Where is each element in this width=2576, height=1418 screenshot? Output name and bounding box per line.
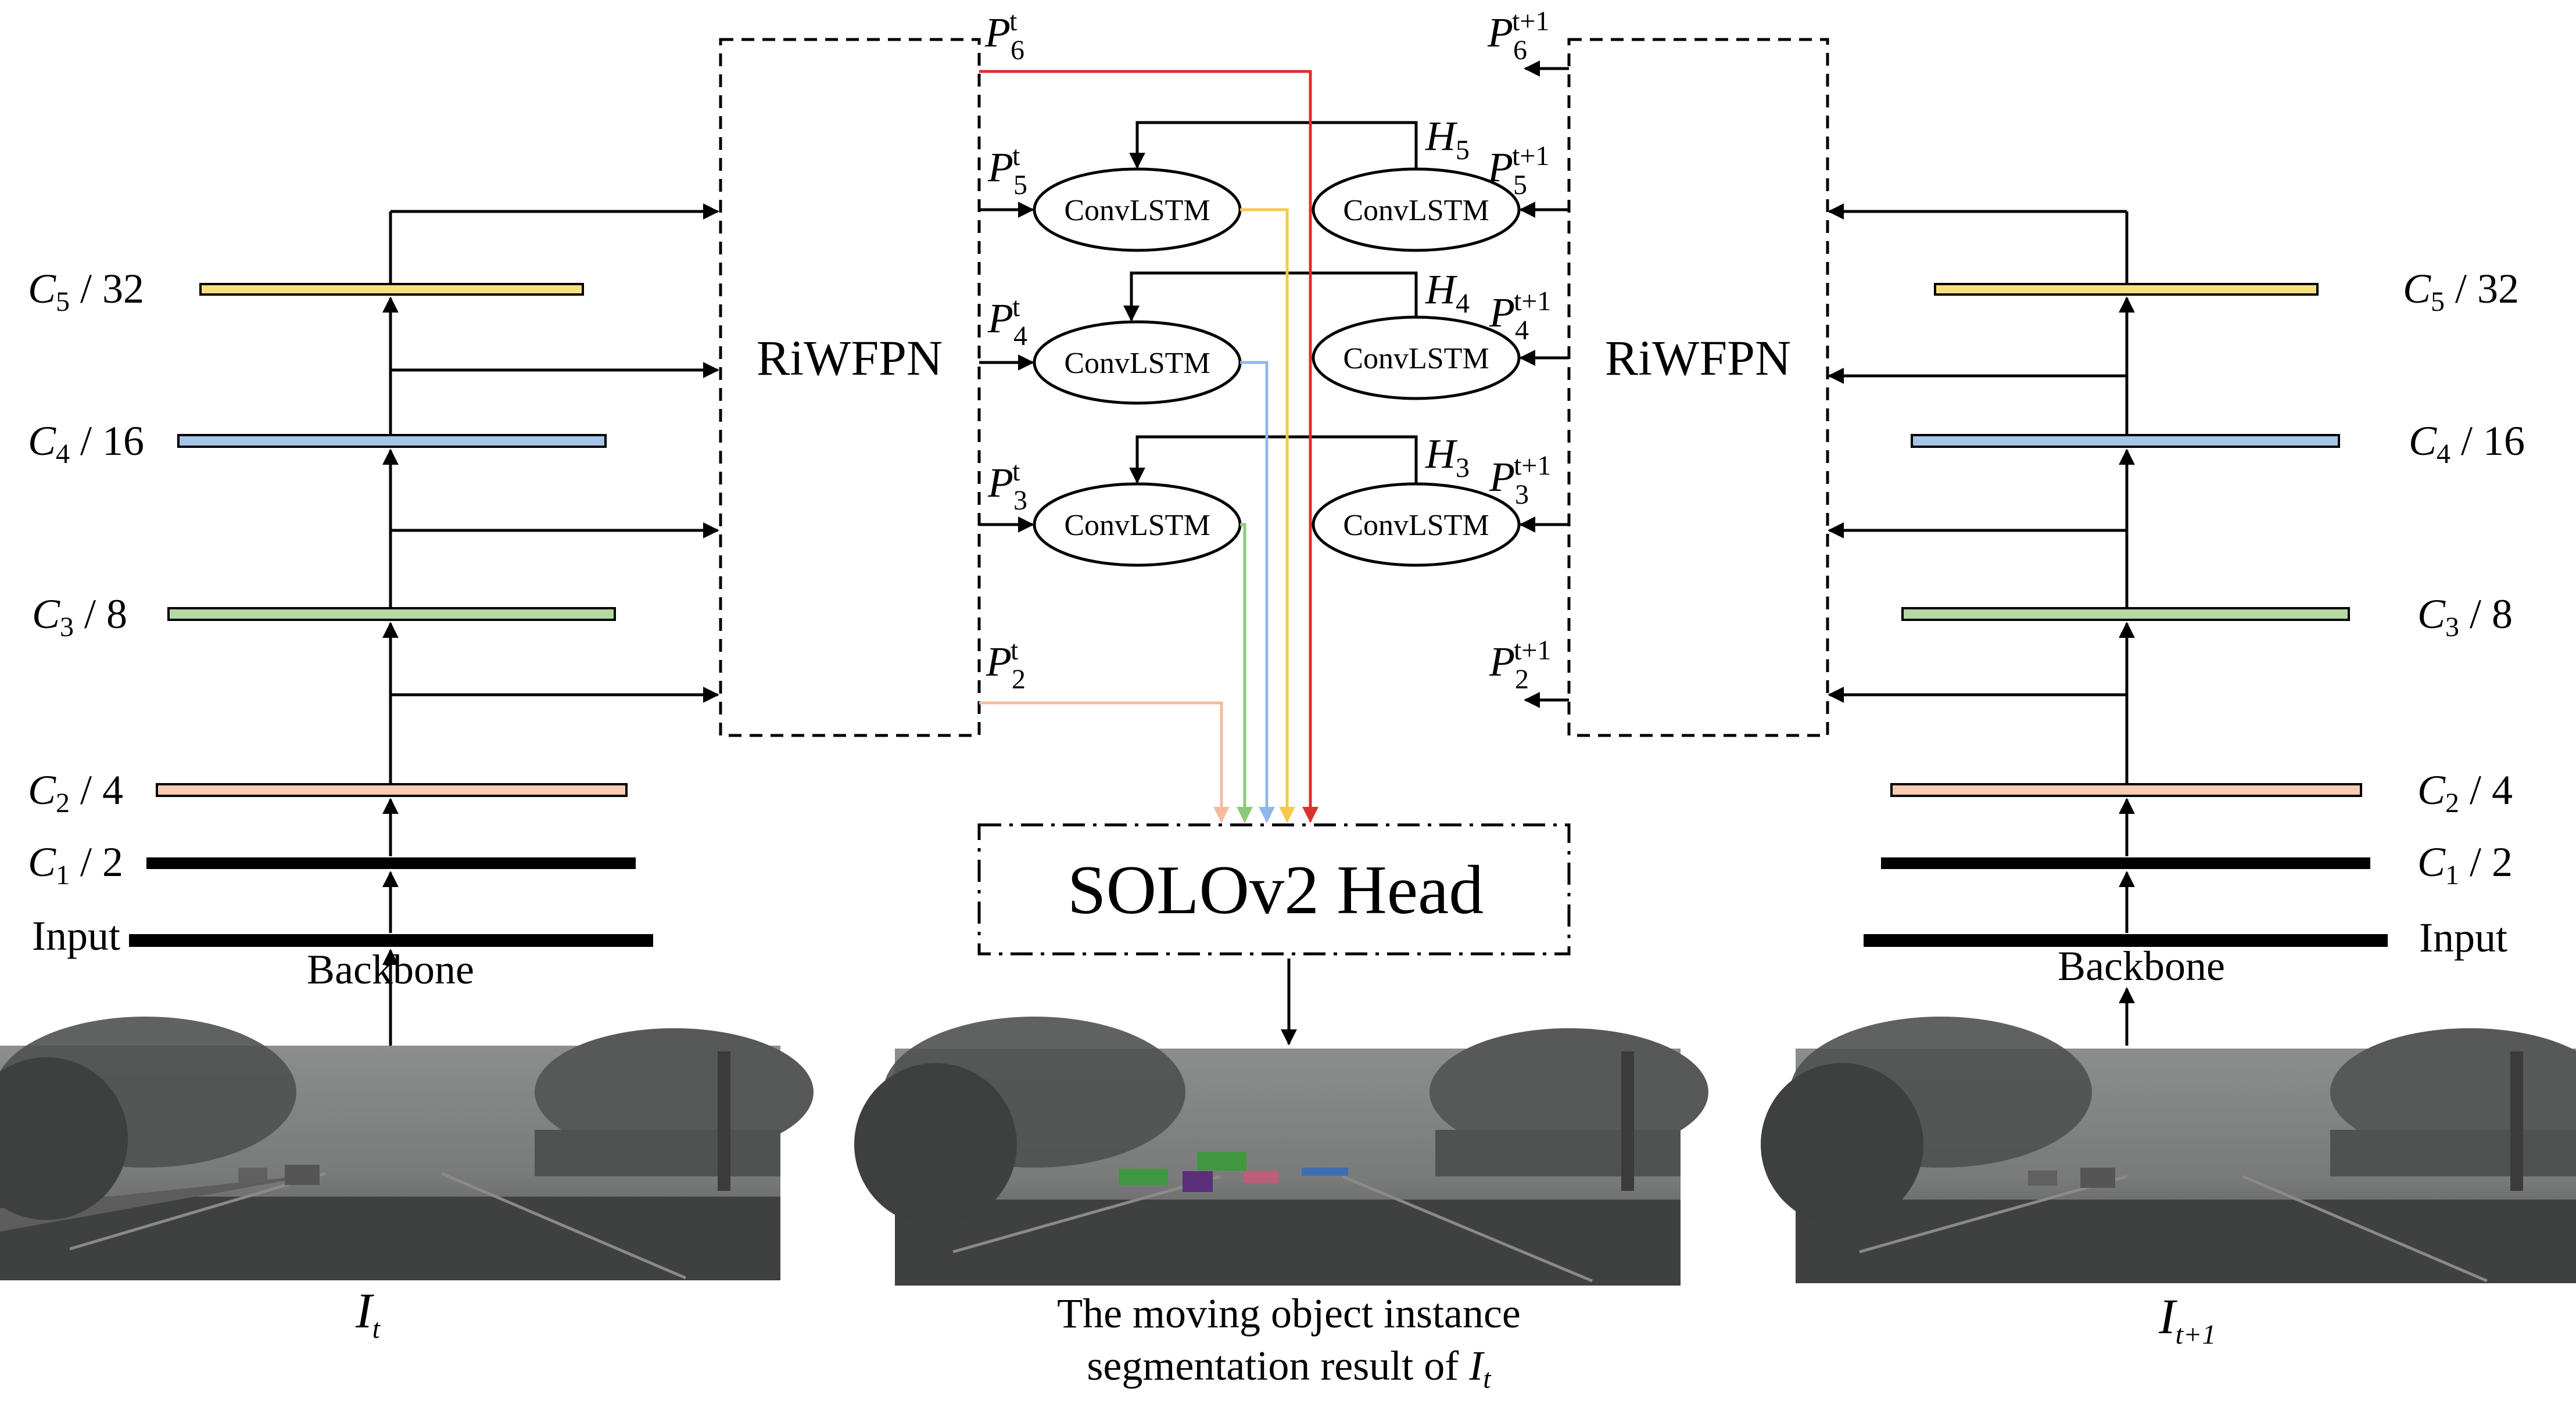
right-riwfpn-label: RiWFPN (1605, 330, 1791, 386)
left-backbone (129, 203, 719, 1046)
solov2-head-box (977, 823, 1571, 956)
p3-t-label: P3t (987, 456, 1027, 516)
convlstm-labels: ConvLSTM ConvLSTM ConvLSTM ConvLSTM Conv… (1064, 194, 1489, 542)
convlstm-label: ConvLSTM (1343, 194, 1489, 227)
convlstm-label: ConvLSTM (1343, 342, 1489, 375)
left-c1-label: C1 / 2 (28, 839, 123, 891)
result-caption: The moving object instance segmentation … (1057, 1290, 1521, 1394)
p3-t1-label: P3t+1 (1489, 450, 1551, 510)
p5-t-label: P5t (987, 141, 1027, 200)
right-c1-label: C1 / 2 (2417, 839, 2513, 891)
h5-label: H5 (1425, 113, 1470, 166)
instance-mask-blue (1302, 1168, 1348, 1176)
right-c3-bar (1901, 607, 2350, 621)
right-c5-label: C5 / 32 (2403, 265, 2519, 317)
right-backbone-label: Backbone (2058, 943, 2225, 989)
instance-mask-green (1119, 1169, 1168, 1185)
convlstm-label: ConvLSTM (1064, 509, 1210, 542)
left-c4-label: C4 / 16 (28, 418, 144, 469)
right-riwfpn-box (1567, 38, 1829, 737)
p2-t-label: P2t (986, 635, 1026, 695)
right-image-caption: It+1 (2158, 1288, 2216, 1350)
right-backbone (1828, 203, 2388, 1046)
solov2-head-label: SOLOv2 Head (1067, 851, 1484, 928)
left-c3-label: C3 / 8 (32, 591, 127, 642)
left-image-caption: It (355, 1283, 381, 1344)
right-c2-label: C2 / 4 (2417, 767, 2513, 819)
left-backbone-label: Backbone (307, 946, 474, 993)
right-c5-bar (1934, 283, 2319, 296)
p-labels-t: P6t P5t P4t P3t P2t (984, 6, 1027, 695)
p5-t1-label: P5t+1 (1487, 141, 1549, 200)
left-c5-label: C5 / 32 (28, 265, 144, 317)
left-c1-bar (146, 857, 636, 869)
left-c2-bar (156, 783, 628, 797)
right-c4-label: C4 / 16 (2409, 418, 2525, 469)
result-caption-line2: segmentation result of It (1087, 1342, 1492, 1394)
right-c3-label: C3 / 8 (2417, 591, 2513, 642)
instance-mask-green (1197, 1152, 1246, 1171)
left-riwfpn-box (719, 38, 981, 737)
h3-label: H3 (1425, 430, 1470, 483)
left-riwfpn-label: RiWFPN (757, 330, 943, 386)
left-labels: C5 / 32 C4 / 16 C3 / 8 C2 / 4 C1 / 2 Inp… (28, 265, 474, 1344)
segmentation-result-image (854, 1017, 1708, 1286)
head-input-paths (979, 70, 1319, 823)
p6-t1-label: P6t+1 (1487, 6, 1549, 66)
right-c4-bar (1911, 434, 2340, 448)
right-c2-bar (1890, 783, 2362, 797)
convlstm-label: ConvLSTM (1064, 347, 1210, 380)
left-c3-bar (167, 607, 616, 621)
right-input-bar (1864, 934, 2388, 947)
convlstm-label: ConvLSTM (1064, 194, 1210, 227)
convlstm-nodes (1033, 167, 1521, 567)
left-input-image (0, 1017, 814, 1280)
right-labels: C5 / 32 C4 / 16 C3 / 8 C2 / 4 C1 / 2 Inp… (2058, 265, 2525, 1350)
left-c5-bar (199, 283, 584, 296)
left-c2-label: C2 / 4 (28, 767, 123, 819)
h4-label: H4 (1425, 266, 1470, 319)
p6-t-label: P6t (984, 6, 1024, 66)
instance-mask-pink (1244, 1171, 1278, 1183)
p4-t1-label: P4t+1 (1489, 286, 1551, 346)
hidden-state-links (1123, 121, 1418, 484)
h-labels: H5 H4 H3 (1425, 113, 1470, 483)
result-caption-line1: The moving object instance (1057, 1290, 1521, 1337)
left-input-bar (129, 934, 653, 947)
left-input-label: Input (32, 913, 120, 959)
p4-t-label: P4t (987, 292, 1027, 351)
p2-t1-label: P2t+1 (1489, 635, 1551, 695)
right-input-image (1761, 1017, 2576, 1283)
instance-mask-purple (1183, 1171, 1213, 1192)
left-c4-bar (177, 434, 607, 448)
convlstm-label: ConvLSTM (1343, 509, 1489, 542)
p-labels-t1: P6t+1 P5t+1 P4t+1 P3t+1 P2t+1 (1487, 6, 1551, 695)
right-input-label: Input (2419, 914, 2507, 961)
right-c1-bar (1881, 857, 2370, 869)
